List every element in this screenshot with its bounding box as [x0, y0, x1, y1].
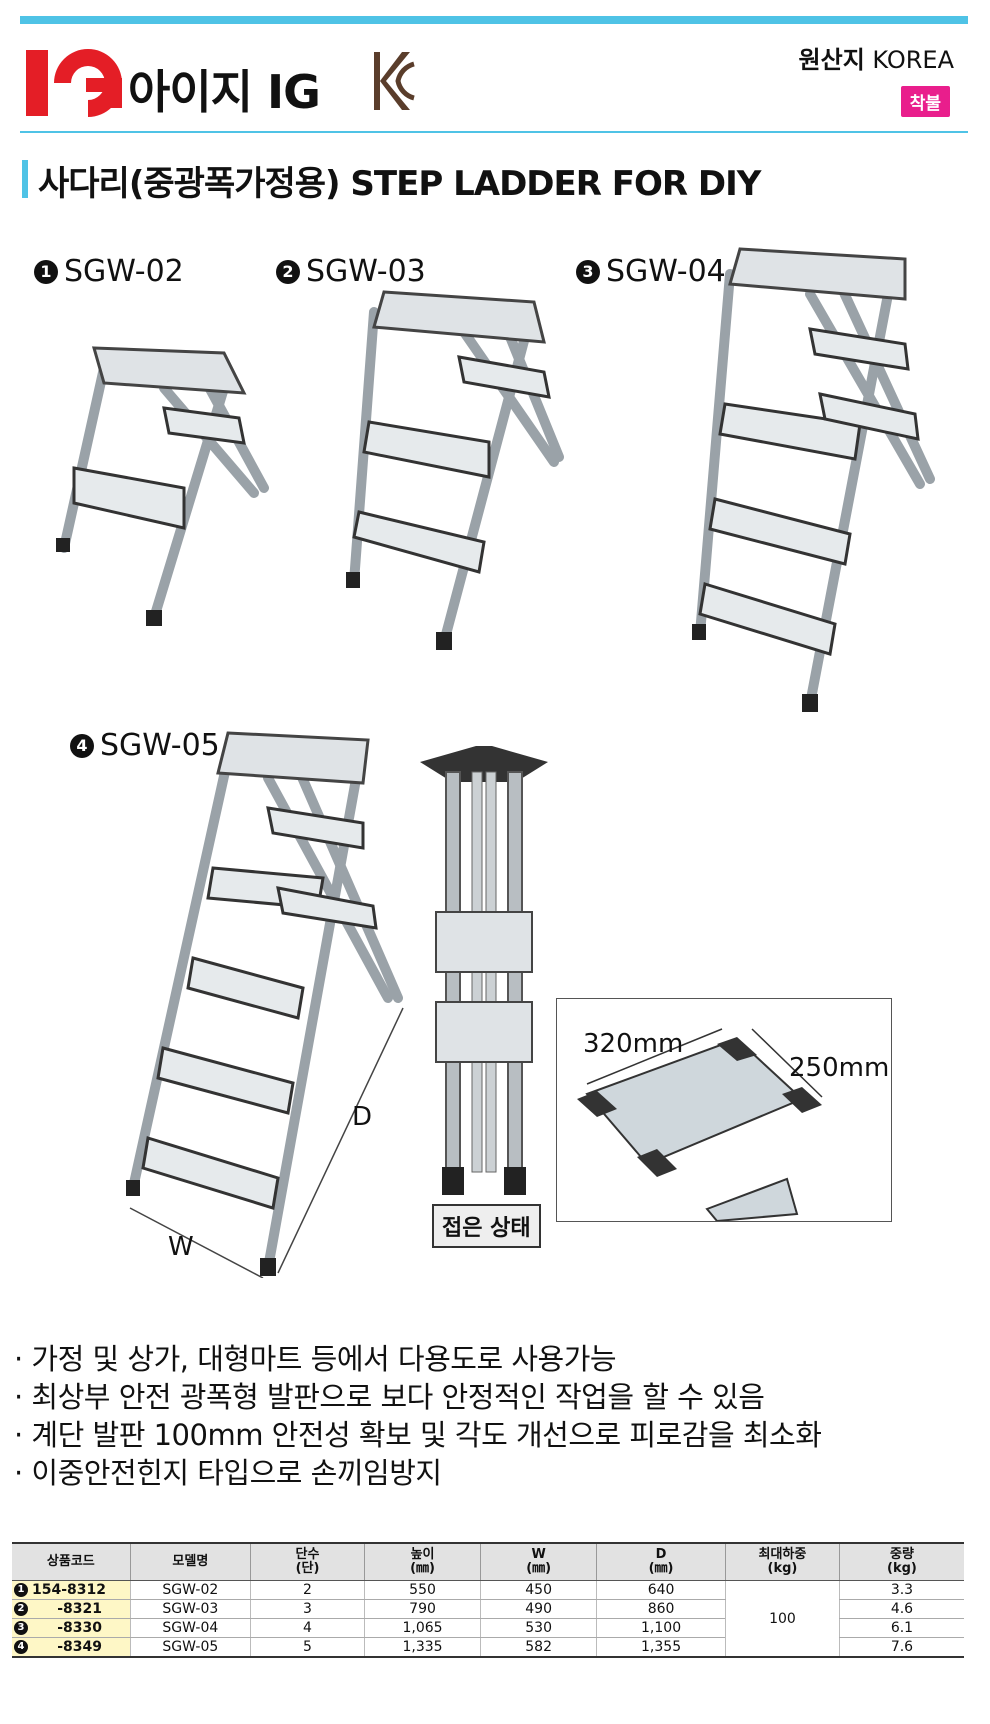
header-max-load: 최대하중 (kg): [724, 1542, 840, 1581]
model-name-2: SGW-03: [306, 254, 426, 289]
origin-label: 원산지: [798, 46, 865, 74]
code-value: -8330: [57, 1620, 102, 1636]
row-number: 3: [14, 1621, 28, 1635]
model-number-3: 3: [576, 259, 600, 284]
cell-width: 490: [480, 1599, 597, 1619]
cell-height: 790: [363, 1599, 481, 1619]
cell-code: 3 -8330: [12, 1618, 131, 1638]
feature-item: · 최상부 안전 광폭형 발판으로 보다 안정적인 작업을 할 수 있음: [14, 1380, 765, 1414]
cell-model: SGW-05: [129, 1637, 251, 1658]
feature-item: · 이중안전힌지 타입으로 손끼임방지: [14, 1456, 442, 1490]
table-row: 1 154-8312 SGW-02 2 550 450 640 100 3.3: [12, 1580, 964, 1658]
header-depth: D (㎜): [596, 1542, 726, 1581]
origin-info: 원산지 KOREA: [799, 40, 954, 75]
cell-depth: 860: [596, 1599, 726, 1619]
model-label-3: 3 SGW-04: [576, 254, 726, 289]
feature-item: · 가정 및 상가, 대형마트 등에서 다용도로 사용가능: [14, 1342, 617, 1376]
cell-weight: 3.3: [838, 1580, 964, 1600]
header-width: W (㎜): [480, 1542, 597, 1581]
code-value: -8349: [57, 1639, 102, 1655]
header-divider: [20, 131, 968, 133]
table-row: 4 -8349 SGW-05 5 1,335 582 1,355 7.6: [12, 1637, 964, 1658]
brand-name: 아이지 IG: [128, 65, 321, 119]
header-model: 모델명: [129, 1542, 251, 1581]
cell-weight: 6.1: [838, 1618, 964, 1638]
header-weight: 중량 (kg): [838, 1542, 964, 1581]
step-width-label: 320mm: [583, 1029, 684, 1059]
spec-table: 상품코드 모델명 단수 (단) 높이 (㎜) W (㎜) D (㎜) 최대하중 …: [12, 1542, 964, 1658]
model-name-3: SGW-04: [606, 254, 726, 289]
row-number: 1: [14, 1583, 28, 1597]
cell-steps: 3: [250, 1599, 365, 1619]
model-label-2: 2 SGW-03: [276, 254, 426, 289]
model-label-4: 4 SGW-05: [70, 728, 220, 763]
title-accent: [22, 160, 28, 198]
ladder-image-sgw-03: [346, 290, 564, 650]
cell-model: SGW-03: [129, 1599, 251, 1619]
header-height: 높이 (㎜): [363, 1542, 481, 1581]
cell-width: 530: [480, 1618, 597, 1638]
folded-state-label: 접은 상태: [432, 1204, 541, 1248]
table-row: 3 -8330 SGW-04 4 1,065 530 1,100 6.1: [12, 1618, 964, 1638]
ladder-image-sgw-02: [56, 346, 269, 626]
cell-depth: 1,100: [596, 1618, 726, 1638]
row-number: 4: [14, 1640, 28, 1654]
code-value: 154-8312: [32, 1582, 106, 1598]
cell-steps: 5: [250, 1637, 365, 1658]
cell-height: 1,335: [363, 1637, 481, 1658]
cell-weight: 4.6: [838, 1599, 964, 1619]
cell-code: 1 154-8312: [12, 1580, 131, 1600]
top-accent-bar: [20, 16, 968, 24]
cell-depth: 1,355: [596, 1637, 726, 1658]
width-dimension-label: W: [168, 1232, 194, 1262]
cell-max-load: 100: [724, 1580, 840, 1658]
origin-value: KOREA: [872, 46, 954, 74]
feature-list: · 가정 및 상가, 대형마트 등에서 다용도로 사용가능 · 최상부 안전 광…: [14, 1340, 822, 1492]
model-number-2: 2: [276, 259, 300, 284]
page-title: 사다리(중광폭가정용) STEP LADDER FOR DIY: [38, 164, 761, 204]
cell-model: SGW-04: [129, 1618, 251, 1638]
cell-depth: 640: [596, 1580, 726, 1600]
cell-weight: 7.6: [838, 1637, 964, 1658]
row-number: 2: [14, 1602, 28, 1616]
table-header-row: 상품코드 모델명 단수 (단) 높이 (㎜) W (㎜) D (㎜) 최대하중 …: [12, 1542, 964, 1581]
cell-height: 1,065: [363, 1618, 481, 1638]
cell-steps: 4: [250, 1618, 365, 1638]
header-steps: 단수 (단): [250, 1542, 365, 1581]
step-depth-label: 250mm: [789, 1053, 890, 1083]
cell-height: 550: [363, 1580, 481, 1600]
table-row: 2 -8321 SGW-03 3 790 490 860 4.6: [12, 1599, 964, 1619]
model-number-1: 1: [34, 259, 58, 284]
ig-logo: [24, 46, 124, 120]
code-value: -8321: [57, 1601, 102, 1617]
cell-model: SGW-02: [129, 1580, 251, 1600]
cell-width: 582: [480, 1637, 597, 1658]
folded-ladder-image: [420, 746, 548, 1195]
cell-code: 2 -8321: [12, 1599, 131, 1619]
depth-dimension-label: D: [352, 1102, 373, 1132]
cell-steps: 2: [250, 1580, 365, 1600]
model-name-1: SGW-02: [64, 254, 184, 289]
model-label-1: 1 SGW-02: [34, 254, 184, 289]
kc-mark-icon: [372, 50, 416, 116]
ladder-image-sgw-05: [126, 731, 404, 1278]
ladder-image-sgw-04: [692, 247, 935, 712]
model-name-4: SGW-05: [100, 728, 220, 763]
header-code: 상품코드: [12, 1542, 131, 1581]
feature-item: · 계단 발판 100mm 안전성 확보 및 각도 개선으로 피로감을 최소화: [14, 1418, 822, 1452]
cell-code: 4 -8349: [12, 1637, 131, 1658]
shipping-badge: 착불: [900, 86, 950, 117]
cell-width: 450: [480, 1580, 597, 1600]
step-dimension-box: 320mm 250mm: [556, 998, 892, 1222]
model-number-4: 4: [70, 733, 94, 758]
